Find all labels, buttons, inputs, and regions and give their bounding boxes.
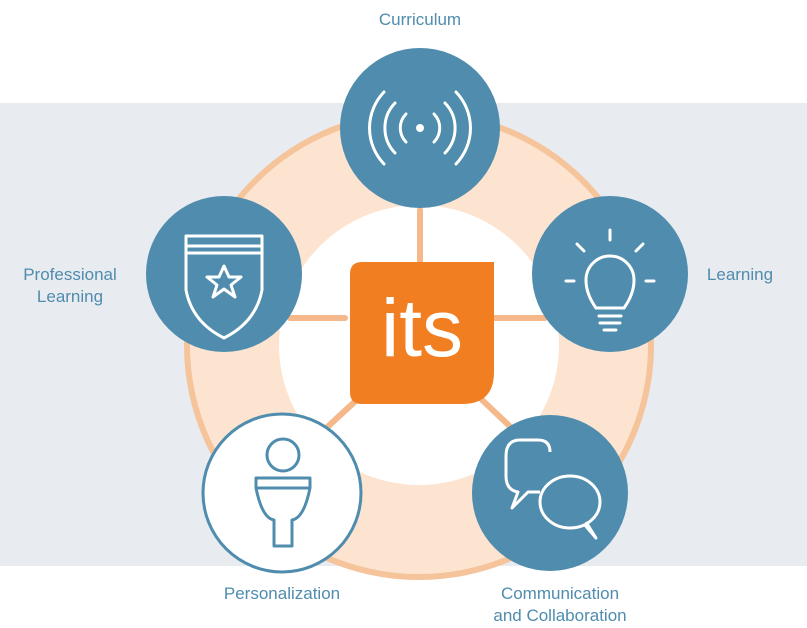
lightbulb-icon	[564, 228, 656, 332]
node-personalization[interactable]	[201, 412, 363, 574]
label-curriculum: Curriculum	[378, 10, 462, 29]
label-communication: Communication and Collaboration	[493, 584, 627, 625]
node-communication[interactable]	[472, 415, 628, 571]
shield-star-icon	[184, 234, 264, 340]
its-logo: its	[350, 262, 494, 404]
node-learning[interactable]	[532, 196, 688, 352]
label-learning: Learning	[706, 265, 774, 284]
chat-bubbles-icon	[504, 438, 602, 540]
label-personalization: Personalization	[223, 584, 341, 603]
person-icon	[254, 437, 312, 548]
logo-text: its	[381, 283, 463, 374]
node-professional-learning[interactable]	[146, 196, 302, 352]
broadcast-signal-icon	[368, 90, 472, 166]
label-professional-learning: Professional Learning	[23, 265, 117, 306]
node-curriculum[interactable]	[340, 48, 500, 208]
